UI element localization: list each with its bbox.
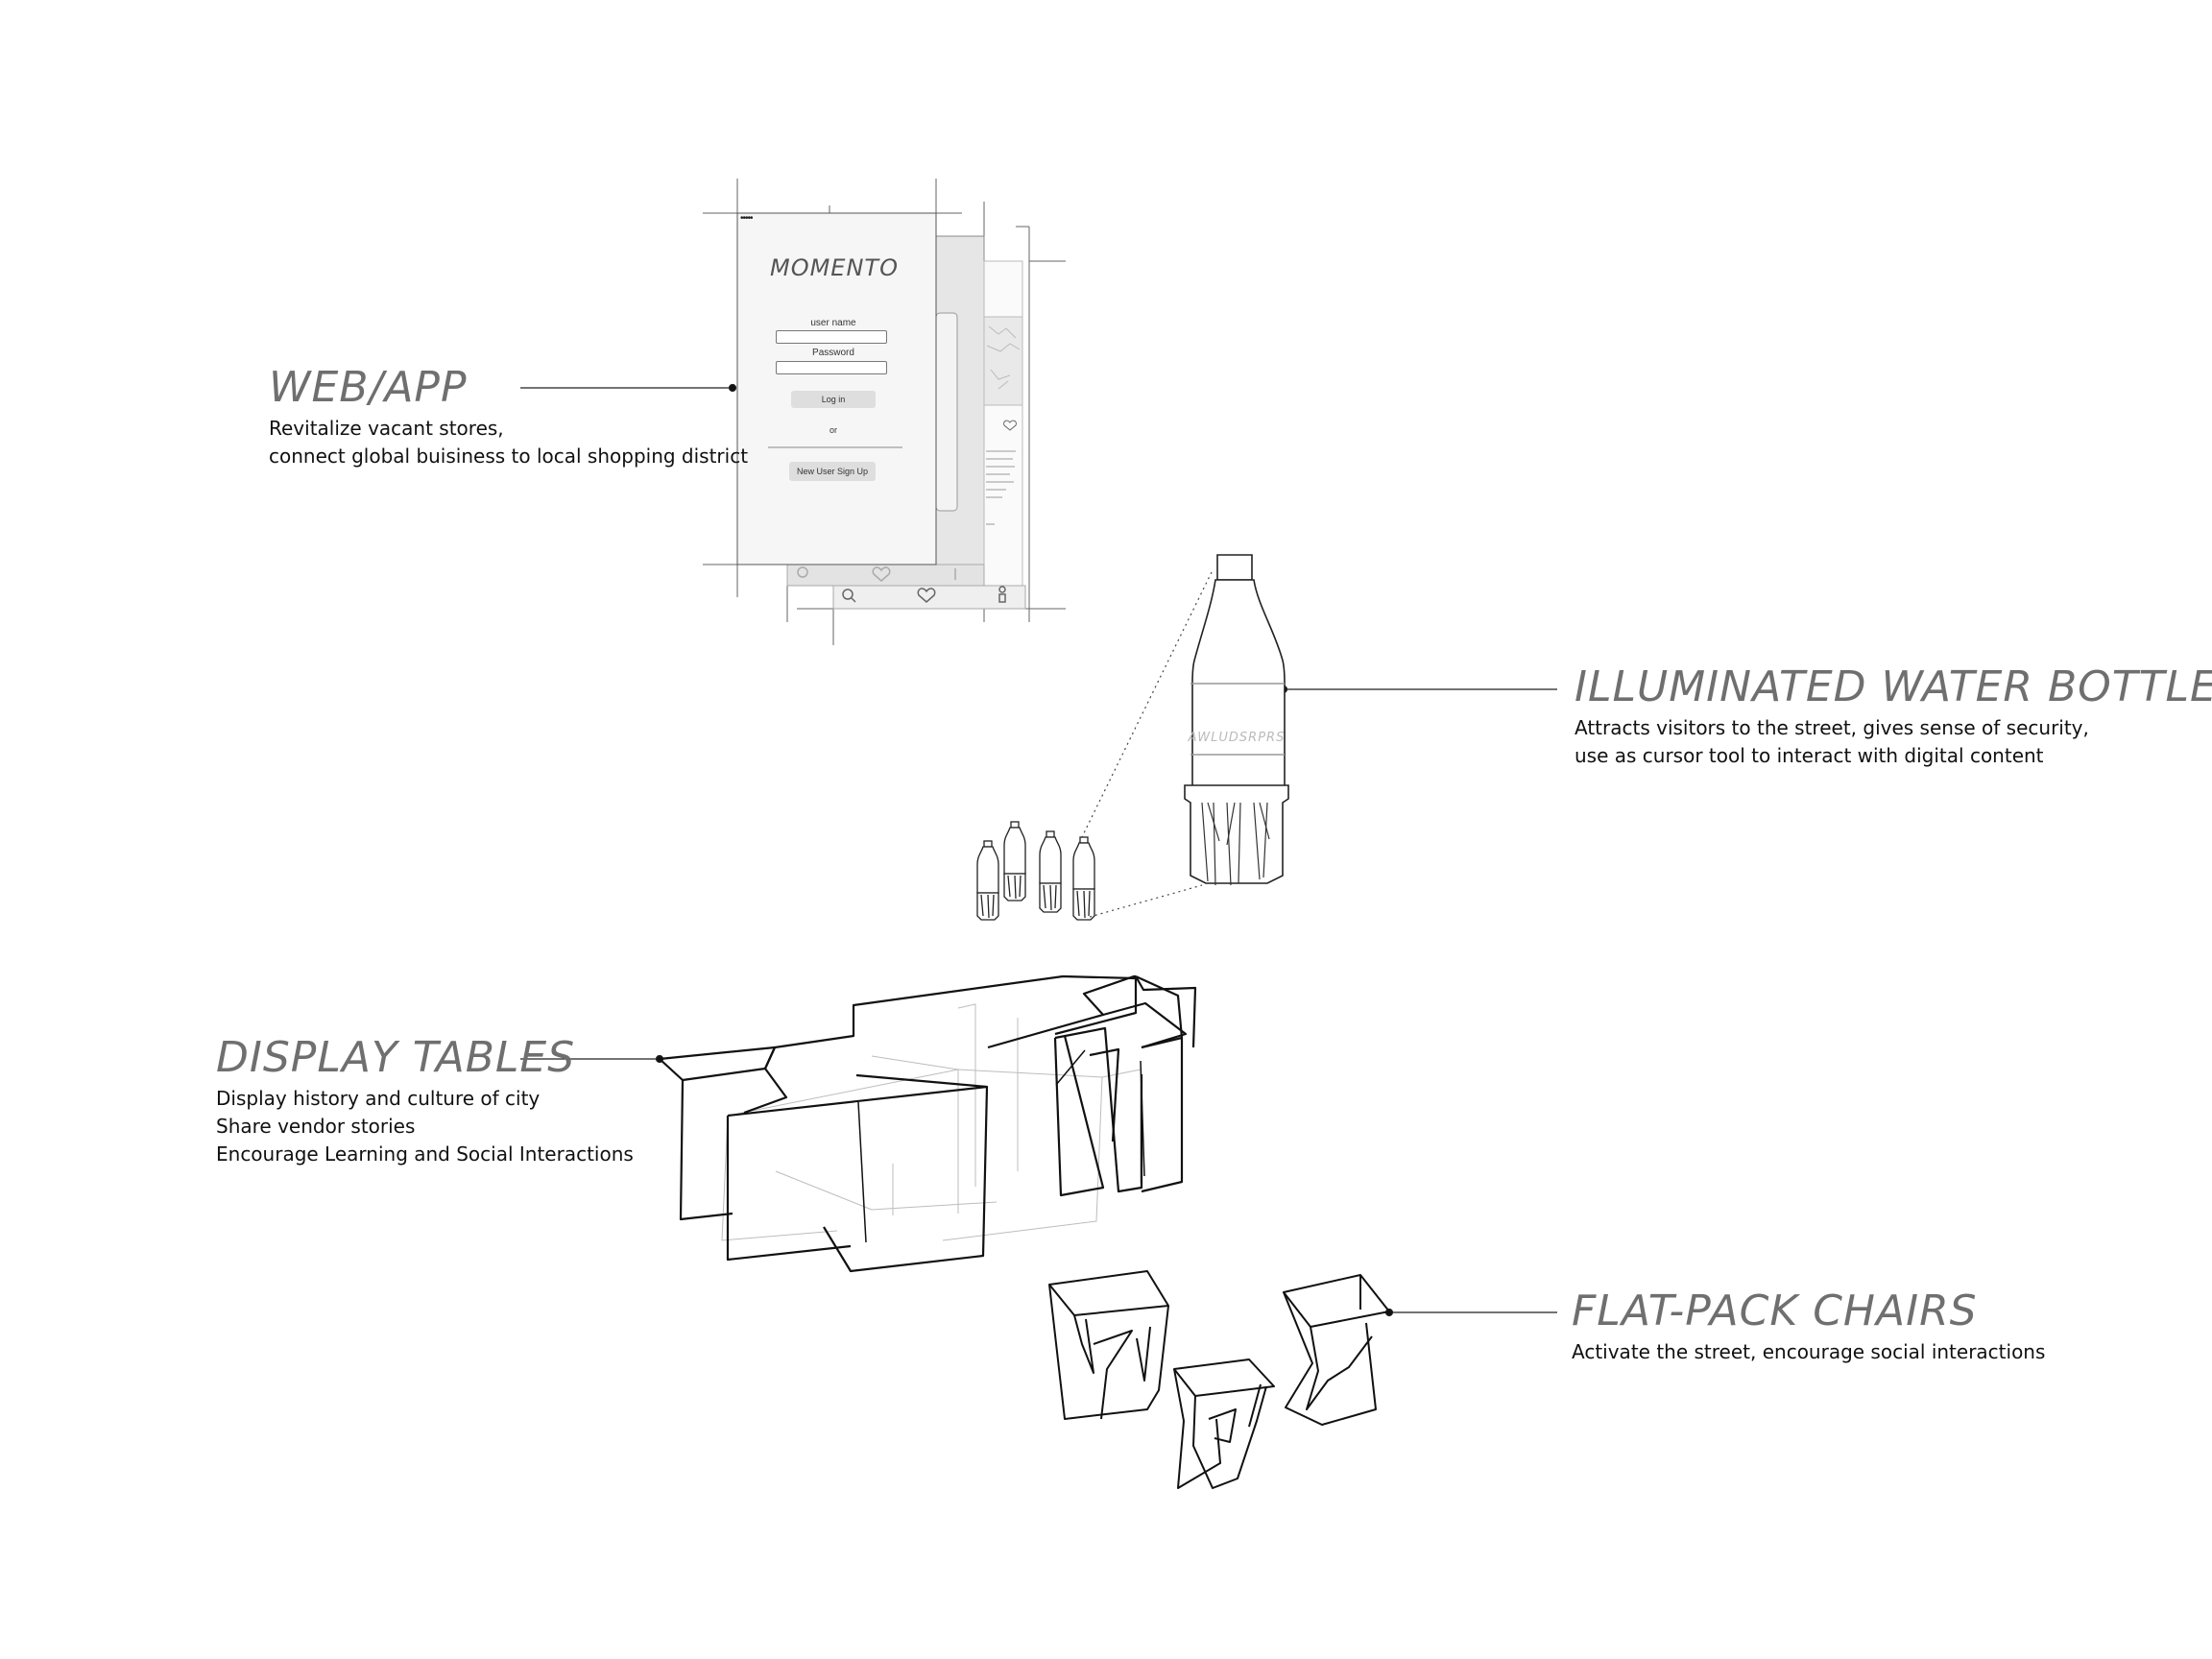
app-logo: MOMENTO bbox=[770, 254, 899, 281]
faded-nav-icons bbox=[797, 420, 1017, 582]
signup-button[interactable]: New User Sign Up bbox=[789, 462, 876, 481]
small-bottle bbox=[1003, 821, 1026, 902]
password-label: Password bbox=[812, 348, 854, 358]
or-separator: or bbox=[829, 425, 837, 435]
section-title-web-app: WEB/APP bbox=[269, 363, 468, 412]
small-bottle bbox=[1072, 836, 1095, 921]
chair-left bbox=[1048, 1270, 1169, 1420]
description-line: Revitalize vacant stores, bbox=[269, 417, 504, 441]
username-field[interactable] bbox=[776, 330, 887, 344]
large-bottle bbox=[1184, 554, 1289, 886]
search-icon bbox=[842, 589, 856, 603]
display-tables-section: DISPLAY TABLES Display history and cultu… bbox=[216, 1033, 634, 1168]
description-line: use as cursor tool to interact with digi… bbox=[1575, 744, 2044, 768]
flat-pack-chairs bbox=[1048, 1270, 1390, 1489]
chairs-section: FLAT-PACK CHAIRS Activate the street, en… bbox=[1572, 1286, 2045, 1366]
phone-wireframe bbox=[703, 179, 1066, 645]
section-title-chairs: FLAT-PACK CHAIRS bbox=[1572, 1286, 1978, 1335]
water-bottle-section: ILLUMINATED WATER BOTTLE Attracts visito… bbox=[1575, 662, 2212, 770]
description-line: Share vendor stories bbox=[216, 1115, 416, 1139]
description-line: connect global buisiness to local shoppi… bbox=[269, 445, 749, 469]
section-description: Revitalize vacant stores, connect global… bbox=[269, 415, 748, 470]
section-title-display-tables: DISPLAY TABLES bbox=[216, 1033, 576, 1082]
chair-front bbox=[1173, 1358, 1275, 1489]
bottle-label-logo: AWLUDSRPRS bbox=[1188, 731, 1286, 745]
user-icon bbox=[998, 586, 1006, 603]
section-title-water-bottle: ILLUMINATED WATER BOTTLE bbox=[1575, 662, 2212, 711]
description-line: Display history and culture of city bbox=[216, 1087, 541, 1111]
heart-icon bbox=[917, 588, 936, 603]
web-app-section: WEB/APP Revitalize vacant stores, connec… bbox=[269, 363, 748, 470]
section-description: Attracts visitors to the street, gives s… bbox=[1575, 714, 2212, 770]
description-line: Encourage Learning and Social Interactio… bbox=[216, 1142, 634, 1166]
small-bottle bbox=[1039, 830, 1062, 913]
small-bottles bbox=[976, 821, 1095, 921]
chair-right bbox=[1283, 1274, 1390, 1426]
section-description: Display history and culture of city Shar… bbox=[216, 1085, 634, 1168]
leader-lines bbox=[520, 383, 1557, 1317]
password-field[interactable] bbox=[776, 361, 887, 374]
display-tables bbox=[658, 974, 1197, 1273]
description-line: Activate the street, encourage social in… bbox=[1572, 1340, 2046, 1364]
username-label: user name bbox=[810, 318, 856, 328]
section-description: Activate the street, encourage social in… bbox=[1572, 1338, 2045, 1366]
status-bar-signal: ••••• bbox=[740, 213, 753, 224]
login-button[interactable]: Log in bbox=[791, 391, 876, 408]
small-bottle bbox=[976, 840, 999, 921]
zoom-lines bbox=[1078, 571, 1213, 918]
description-line: Attracts visitors to the street, gives s… bbox=[1575, 716, 2089, 740]
